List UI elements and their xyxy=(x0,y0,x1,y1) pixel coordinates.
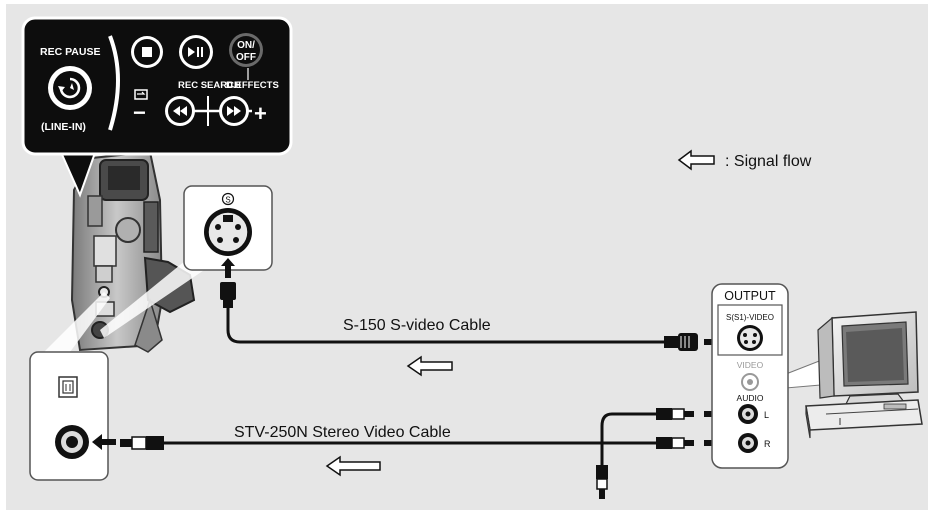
rewind-button[interactable] xyxy=(165,96,195,126)
plus-label: + xyxy=(254,101,267,126)
svideo-arrow-up-icon xyxy=(221,258,235,278)
audio-l-label: L xyxy=(764,410,769,420)
av-cable: STV-250N Stereo Video Cable xyxy=(92,406,730,499)
svideo-jack-callout: S xyxy=(100,185,273,338)
av-jack[interactable] xyxy=(55,425,89,459)
av-cable-label: STV-250N Stereo Video Cable xyxy=(234,424,451,441)
lens-ring xyxy=(115,217,141,243)
play-pause-icon xyxy=(188,47,203,57)
panel-bracket xyxy=(108,35,120,131)
rca-plug-right-channel xyxy=(656,437,694,449)
s-symbol: S xyxy=(225,196,230,205)
svideo-plug-top xyxy=(220,282,236,308)
on-off-bottom-label: OFF xyxy=(236,52,256,63)
monitor xyxy=(817,311,919,405)
minus-label: − xyxy=(133,100,146,125)
av-signal-flow-arrow-icon xyxy=(325,455,381,477)
control-panel-callout: REC PAUSE (LINE-IN) ON/ xyxy=(21,16,293,198)
signal-flow-text: : Signal flow xyxy=(725,153,812,170)
rec-pause-button[interactable] xyxy=(48,66,92,110)
rec-search-label: REC SEARCH xyxy=(178,80,241,91)
on-off-top-label: ON/ xyxy=(237,40,255,51)
av-jack-callout xyxy=(29,292,110,481)
svideo-port-label: S(S1)-VIDEO xyxy=(726,313,774,322)
self-timer-icon xyxy=(59,77,81,99)
rec-pause-label: REC PAUSE xyxy=(40,46,100,58)
line-in-label: (LINE-IN) xyxy=(41,121,86,133)
av-port-icon xyxy=(58,376,78,398)
computer xyxy=(805,311,923,439)
output-panel: OUTPUT S(S1)-VIDEO VIDEO AUDIO L R xyxy=(711,283,789,469)
av-jack-box xyxy=(29,351,109,481)
fast-forward-button[interactable] xyxy=(219,96,249,126)
system-unit xyxy=(805,399,923,439)
stop-icon xyxy=(142,47,152,57)
fast-forward-icon xyxy=(227,106,241,116)
signal-flow-legend: : Signal flow xyxy=(677,149,812,171)
rca-plug-left-channel xyxy=(656,408,694,420)
hollow-arrow-left-icon xyxy=(677,149,715,171)
audio-r-port[interactable] xyxy=(738,433,758,453)
video-port-label: VIDEO xyxy=(737,360,764,370)
audio-l-port[interactable] xyxy=(738,404,758,424)
audio-r-label: R xyxy=(764,439,771,449)
output-title: OUTPUT xyxy=(724,289,776,303)
play-pause-button[interactable] xyxy=(179,35,213,69)
svideo-jack[interactable] xyxy=(204,208,252,256)
rewind-icon xyxy=(173,106,187,116)
av-plug-left xyxy=(120,436,164,450)
stop-button[interactable] xyxy=(131,36,163,68)
av-arrow-left-icon xyxy=(92,434,116,450)
loop-icon xyxy=(134,89,148,100)
rca-plug-video-unused xyxy=(596,465,608,499)
audio-port-label: AUDIO xyxy=(737,393,764,403)
on-off-button[interactable]: ON/ OFF xyxy=(229,33,263,67)
svideo-cable-label: S-150 S-video Cable xyxy=(343,317,491,334)
svideo-signal-flow-arrow-icon xyxy=(406,355,453,377)
d-effects-label: D.EFFECTS xyxy=(226,80,279,91)
video-output-port[interactable] xyxy=(741,373,759,391)
svideo-plug-right xyxy=(664,333,698,351)
svideo-output-port[interactable] xyxy=(737,325,763,351)
